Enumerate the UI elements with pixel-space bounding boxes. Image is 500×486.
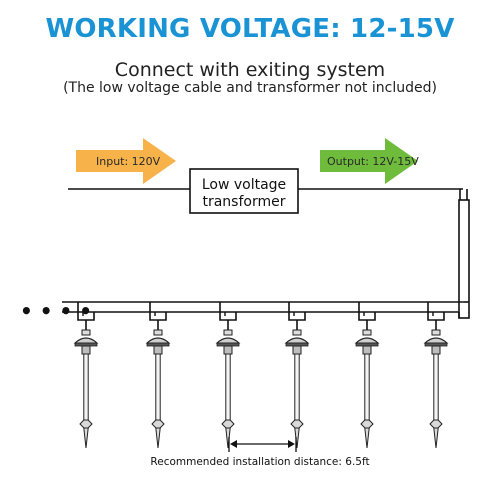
light-pole <box>83 353 89 423</box>
lamp-top <box>81 329 91 336</box>
trunk-cable <box>62 301 469 318</box>
output-label: Output: 12V-15V <box>327 155 419 168</box>
transformer-label-line1: Low voltage <box>202 177 286 193</box>
ground-stake <box>83 427 89 449</box>
lamp-top <box>292 329 302 336</box>
input-label: Input: 120V <box>96 155 161 168</box>
riser-cable <box>458 199 470 319</box>
lamp-shade <box>73 337 99 344</box>
connector-bracket <box>288 302 306 321</box>
light-pole <box>155 353 161 423</box>
transformer-label-line2: transformer <box>202 194 285 210</box>
connector-bracket <box>427 302 445 321</box>
lamp-shade <box>284 337 310 344</box>
connector-bracket <box>219 302 237 321</box>
distance-caption: Recommended installation distance: 6.5ft <box>150 456 369 468</box>
lamp-top <box>223 329 233 336</box>
light-pole <box>364 353 370 423</box>
subtitle: Connect with exiting system <box>114 59 386 81</box>
page-title: WORKING VOLTAGE: 12-15V <box>45 14 455 44</box>
transformer-box: Low voltage transformer <box>189 168 299 214</box>
lamp-top <box>431 329 441 336</box>
garden-light <box>73 302 99 449</box>
main-cable <box>68 188 468 200</box>
connector-bracket <box>149 302 167 321</box>
note-text: (The low voltage cable and transformer n… <box>63 80 437 96</box>
garden-light <box>284 302 310 449</box>
ground-stake <box>155 427 161 449</box>
input-arrow: Input: 120V <box>76 138 176 184</box>
garden-light <box>145 302 171 449</box>
connector-bracket <box>358 302 376 321</box>
garden-light <box>423 302 449 449</box>
output-arrow: Output: 12V-15V <box>320 138 419 184</box>
lamp-shade <box>354 337 380 344</box>
light-pole <box>225 353 231 423</box>
lights-group <box>73 302 449 449</box>
lamp-top <box>362 329 372 336</box>
garden-light <box>215 302 241 449</box>
lamp-shade <box>145 337 171 344</box>
garden-light <box>354 302 380 449</box>
ground-stake <box>433 427 439 449</box>
lamp-shade <box>423 337 449 344</box>
light-pole <box>294 353 300 423</box>
light-pole <box>433 353 439 423</box>
lamp-shade <box>215 337 241 344</box>
continuation-dots: • • • • <box>20 299 92 323</box>
ground-stake <box>364 427 370 449</box>
distance-dimension <box>228 437 297 452</box>
lamp-top <box>153 329 163 336</box>
